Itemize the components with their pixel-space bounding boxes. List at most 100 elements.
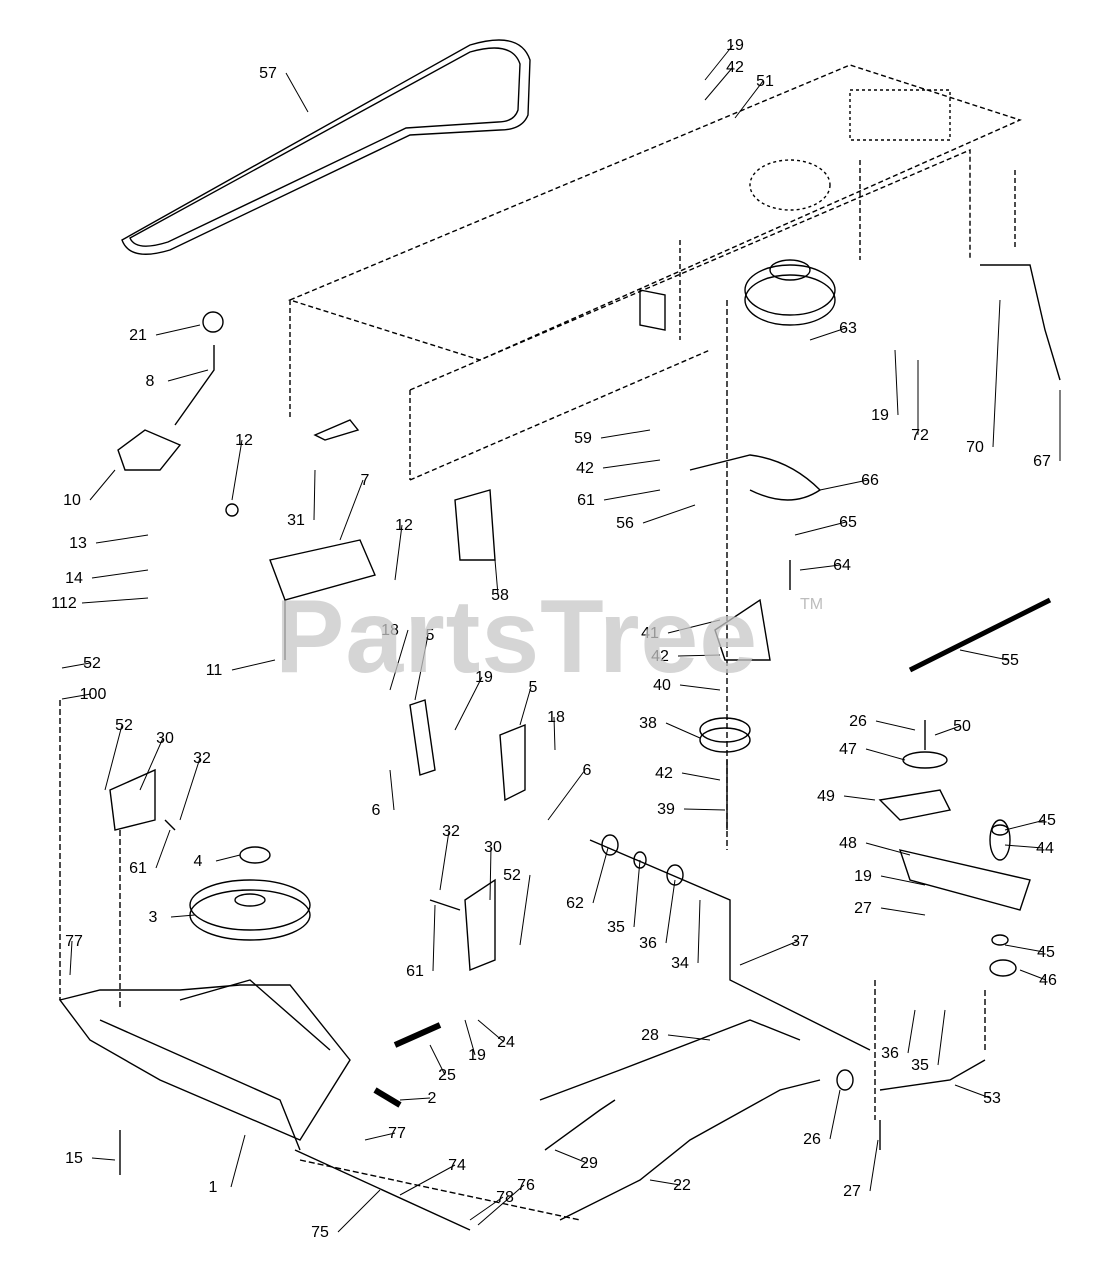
part-number-label: 10 bbox=[63, 492, 81, 509]
leader-line bbox=[1004, 944, 1045, 953]
leader-line bbox=[704, 44, 734, 81]
leader-line bbox=[592, 847, 609, 904]
part-number-label: 51 bbox=[756, 73, 774, 90]
spring-55 bbox=[908, 597, 1052, 673]
part-number-label: 47 bbox=[839, 741, 857, 758]
leader-line bbox=[81, 597, 149, 604]
bracket-49 bbox=[878, 789, 952, 821]
part-number-label: 18 bbox=[547, 709, 565, 726]
leader-line bbox=[364, 1132, 396, 1141]
leader-line bbox=[683, 808, 726, 811]
leader-line bbox=[469, 1196, 504, 1221]
leader-line bbox=[554, 1149, 588, 1164]
part-number-label: 15 bbox=[65, 1150, 83, 1167]
part-number-label: 56 bbox=[616, 515, 634, 532]
part-number-label: 3 bbox=[149, 909, 158, 926]
leader-line bbox=[89, 469, 116, 501]
leader-line bbox=[139, 737, 164, 791]
leader-line bbox=[734, 80, 764, 119]
part-number-label: 57 bbox=[259, 65, 277, 82]
spring-2 bbox=[373, 1087, 402, 1108]
lever-5-left bbox=[409, 699, 436, 776]
part-number-label: 70 bbox=[966, 439, 984, 456]
leader-line bbox=[167, 369, 209, 382]
part-number-label: 30 bbox=[156, 730, 174, 747]
part-number-label: 72 bbox=[911, 427, 929, 444]
leader-line bbox=[809, 327, 847, 341]
transaxle bbox=[58, 984, 351, 1141]
part-number-label: 6 bbox=[583, 762, 592, 779]
part-number-label: 19 bbox=[468, 1047, 486, 1064]
part-number-label: 50 bbox=[953, 718, 971, 735]
axle-77 bbox=[294, 1149, 471, 1231]
leader-line bbox=[880, 875, 926, 886]
part-number-label: 45 bbox=[1038, 812, 1056, 829]
leader-line bbox=[91, 1157, 116, 1161]
rod-29 bbox=[544, 1099, 616, 1151]
part-number-label: 1 bbox=[209, 1179, 218, 1196]
part-number-label: 66 bbox=[861, 472, 879, 489]
clip-59 bbox=[639, 289, 666, 331]
watermark: PartsTree bbox=[275, 579, 759, 695]
leader-line bbox=[95, 534, 149, 544]
part-number-label: 52 bbox=[83, 655, 101, 672]
part-number-label: 42 bbox=[576, 460, 594, 477]
leader-line bbox=[61, 693, 92, 700]
leader-line bbox=[231, 439, 243, 501]
leader-line bbox=[869, 1139, 879, 1192]
part-number-label: 21 bbox=[129, 327, 147, 344]
leader-line bbox=[679, 684, 721, 691]
leader-line bbox=[937, 1009, 946, 1066]
bracket-30-mid bbox=[464, 878, 496, 972]
part-number-label: 63 bbox=[839, 320, 857, 337]
pulley-63 bbox=[744, 274, 836, 326]
part-number-label: 100 bbox=[80, 686, 107, 703]
part-number-label: 76 bbox=[517, 1177, 535, 1194]
leader-line bbox=[61, 662, 91, 669]
washer-12 bbox=[225, 503, 239, 517]
leader-line bbox=[843, 795, 876, 801]
leader-line bbox=[553, 716, 556, 751]
leader-line bbox=[313, 469, 316, 521]
bracket-31 bbox=[313, 419, 360, 441]
pulley-38 bbox=[699, 727, 751, 753]
part-number-label: 39 bbox=[657, 801, 675, 818]
leader-line bbox=[894, 349, 899, 416]
leader-line bbox=[799, 564, 841, 571]
drive-belt-inner bbox=[129, 47, 521, 247]
part-number-label: 35 bbox=[911, 1057, 929, 1074]
leader-line bbox=[1004, 819, 1046, 831]
part-number-label: 30 bbox=[484, 839, 502, 856]
part-number-label: 12 bbox=[235, 432, 253, 449]
part-number-label: 19 bbox=[726, 37, 744, 54]
trademark-mark: TM bbox=[800, 596, 824, 613]
leader-line bbox=[865, 748, 906, 761]
leader-line bbox=[633, 859, 641, 928]
part-number-label: 14 bbox=[65, 570, 83, 587]
part-number-label: 61 bbox=[406, 963, 424, 980]
bolt-61-mid bbox=[429, 899, 461, 911]
leader-line bbox=[667, 1034, 711, 1041]
part-number-label: 55 bbox=[1001, 652, 1019, 669]
part-number-label: 44 bbox=[1036, 840, 1054, 857]
pulley-47 bbox=[902, 751, 948, 769]
part-number-label: 18 bbox=[381, 622, 399, 639]
part-number-label: 27 bbox=[843, 1183, 861, 1200]
leader-line bbox=[880, 907, 926, 916]
part-number-label: 35 bbox=[607, 919, 625, 936]
part-number-label: 24 bbox=[497, 1034, 515, 1051]
leader-line bbox=[155, 324, 201, 336]
leader-line bbox=[677, 654, 721, 657]
leader-line bbox=[494, 559, 499, 596]
leader-line bbox=[170, 914, 196, 918]
part-number-label: 4 bbox=[194, 853, 203, 870]
bushing-26 bbox=[836, 1069, 854, 1091]
leader-line bbox=[667, 619, 721, 634]
part-number-label: 19 bbox=[854, 868, 872, 885]
leader-line bbox=[907, 1009, 916, 1054]
bracket-58 bbox=[454, 489, 496, 561]
leader-line bbox=[414, 634, 429, 701]
leader-line bbox=[665, 722, 701, 739]
part-number-label: 5 bbox=[426, 627, 435, 644]
part-number-label: 26 bbox=[803, 1131, 821, 1148]
